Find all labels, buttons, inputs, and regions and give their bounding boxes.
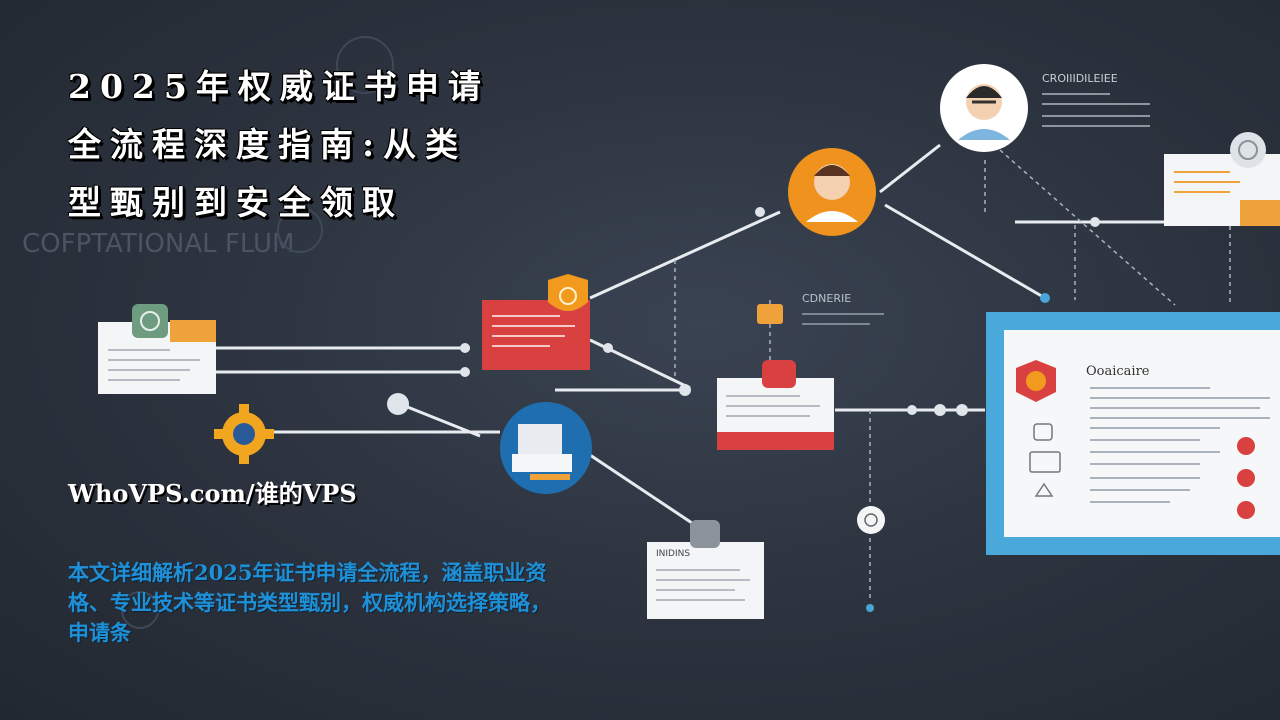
site-name: WhoVPS.com/谁的VPS xyxy=(68,479,357,508)
avatar-orange xyxy=(788,148,876,236)
panel-title: Ooaicaire xyxy=(1086,364,1150,379)
article-description: 本文详细解析2025年证书申请全流程，涵盖职业资格、专业技术等证书类型甄别，权威… xyxy=(68,560,551,645)
small-node-badge xyxy=(857,506,885,534)
title-line-2: 全流程深度指南:从类 xyxy=(68,125,468,164)
bottom-certificate: INIDINS xyxy=(647,520,764,619)
bg-watermark-text: COFPTATIONAL FLUM xyxy=(22,229,295,259)
title-line-1: 2025年权威证书申请 xyxy=(68,67,490,106)
red-document xyxy=(482,274,590,370)
center-certificate xyxy=(717,360,834,450)
top-card-label: CROIIIDILEIEE xyxy=(1042,72,1118,85)
bottom-card-label: INIDINS xyxy=(656,549,690,559)
right-small-certificate xyxy=(1164,132,1280,226)
faint-gears xyxy=(121,36,394,629)
orange-tag xyxy=(757,304,783,324)
avatar-white xyxy=(940,64,1028,152)
title-line-3: 型甄别到安全领取 xyxy=(68,183,404,222)
page-title: 2025年权威证书申请 全流程深度指南:从类 型甄别到安全领取 xyxy=(68,58,588,232)
connector-nodes xyxy=(387,207,1100,612)
middle-label-lines xyxy=(802,313,884,325)
laptop-circle-icon xyxy=(500,402,592,494)
left-certificate-card xyxy=(98,304,216,394)
top-right-text-block: CROIIIDILEIEE xyxy=(1042,72,1150,127)
gear-icon xyxy=(214,404,274,464)
certificate-panel: Ooaicaire xyxy=(986,312,1280,555)
middle-card-label: CDNERIE xyxy=(802,292,851,305)
